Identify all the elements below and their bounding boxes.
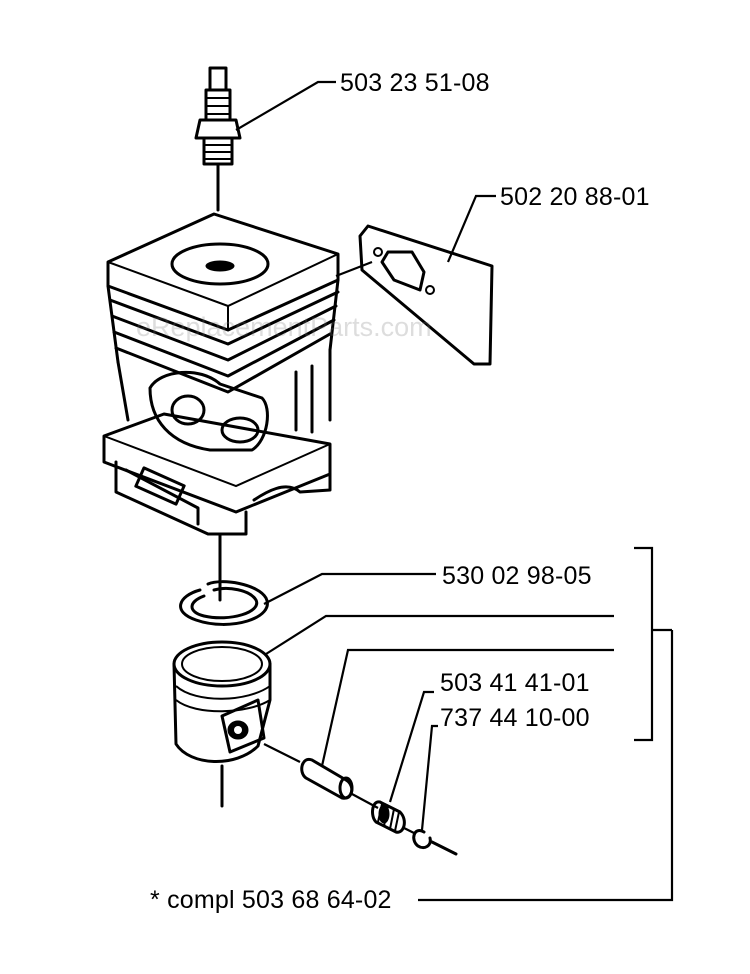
- needle-bearing: [371, 800, 406, 834]
- spark-plug-leader: [235, 80, 336, 131]
- piston-leader: [265, 614, 614, 655]
- pin-axis-line: [263, 743, 301, 763]
- label-gasket: 502 20 88-01: [500, 183, 650, 211]
- label-needle-bearing: 503 41 41-01: [440, 669, 590, 697]
- piston: [172, 640, 272, 808]
- kit-bracket: [634, 546, 654, 742]
- gasket-to-cylinder-line: [335, 260, 373, 278]
- circlip: [412, 829, 458, 856]
- cylinder: [102, 212, 340, 562]
- spark-plug: [194, 66, 242, 212]
- gasket-leader: [446, 194, 496, 263]
- bearing-leader: [388, 690, 434, 803]
- label-piston-ring: 530 02 98-05: [442, 562, 592, 590]
- piston-ring-leader: [263, 572, 436, 605]
- pin-leader: [320, 648, 614, 767]
- exhaust-gasket: [358, 224, 494, 366]
- label-complete-kit: * compl 503 68 64-02: [150, 886, 392, 914]
- piston-ring: [179, 558, 269, 626]
- kit-leader: [418, 630, 674, 902]
- watermark: eReplacementParts.com: [136, 312, 432, 342]
- label-spark-plug: 503 23 51-08: [340, 69, 490, 97]
- circlip-leader: [420, 724, 438, 831]
- label-circlip: 737 44 10-00: [440, 704, 590, 732]
- piston-pin: [300, 757, 354, 800]
